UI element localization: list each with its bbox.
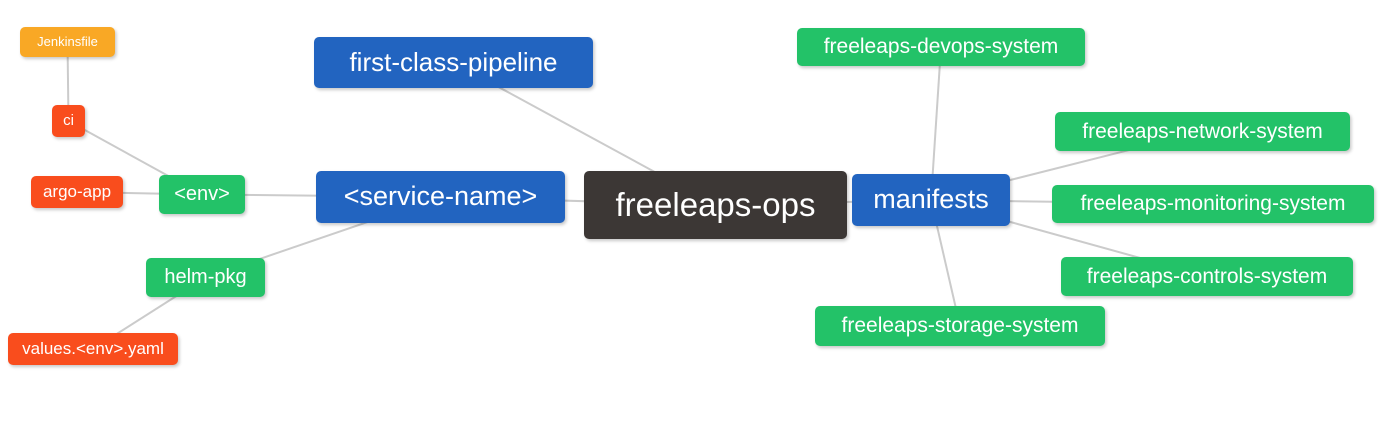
node-helm-pkg[interactable]: helm-pkg	[146, 258, 265, 297]
node-first-class-pipeline[interactable]: first-class-pipeline	[314, 37, 593, 88]
node-env[interactable]: <env>	[159, 175, 245, 214]
node-label: <env>	[174, 183, 230, 205]
node-label: values.<env>.yaml	[22, 339, 164, 358]
node-values-env-yaml[interactable]: values.<env>.yaml	[8, 333, 178, 365]
node-manifests[interactable]: manifests	[852, 174, 1010, 226]
node-service-name[interactable]: <service-name>	[316, 171, 565, 223]
node-devops-system[interactable]: freeleaps-devops-system	[797, 28, 1085, 66]
node-label: freeleaps-storage-system	[841, 314, 1079, 337]
node-label: ci	[63, 112, 74, 129]
node-network-system[interactable]: freeleaps-network-system	[1055, 112, 1350, 151]
node-label: freeleaps-ops	[615, 186, 816, 223]
node-label: freeleaps-monitoring-system	[1080, 192, 1346, 215]
node-label: first-class-pipeline	[349, 47, 558, 77]
node-label: <service-name>	[343, 181, 538, 211]
node-argo-app[interactable]: argo-app	[31, 176, 123, 208]
node-label: helm-pkg	[164, 266, 247, 288]
node-controls-system[interactable]: freeleaps-controls-system	[1061, 257, 1353, 296]
node-storage-system[interactable]: freeleaps-storage-system	[815, 306, 1105, 346]
node-label: Jenkinsfile	[37, 34, 98, 49]
node-label: argo-app	[42, 182, 112, 201]
node-jenkinsfile[interactable]: Jenkinsfile	[20, 27, 115, 57]
node-label: manifests	[873, 184, 989, 214]
node-label: freeleaps-devops-system	[823, 35, 1059, 58]
node-label: freeleaps-controls-system	[1086, 264, 1328, 288]
node-ci[interactable]: ci	[52, 105, 85, 137]
node-monitoring-system[interactable]: freeleaps-monitoring-system	[1052, 185, 1374, 223]
node-freeleaps-ops[interactable]: freeleaps-ops	[584, 171, 847, 239]
node-label: freeleaps-network-system	[1082, 119, 1323, 143]
